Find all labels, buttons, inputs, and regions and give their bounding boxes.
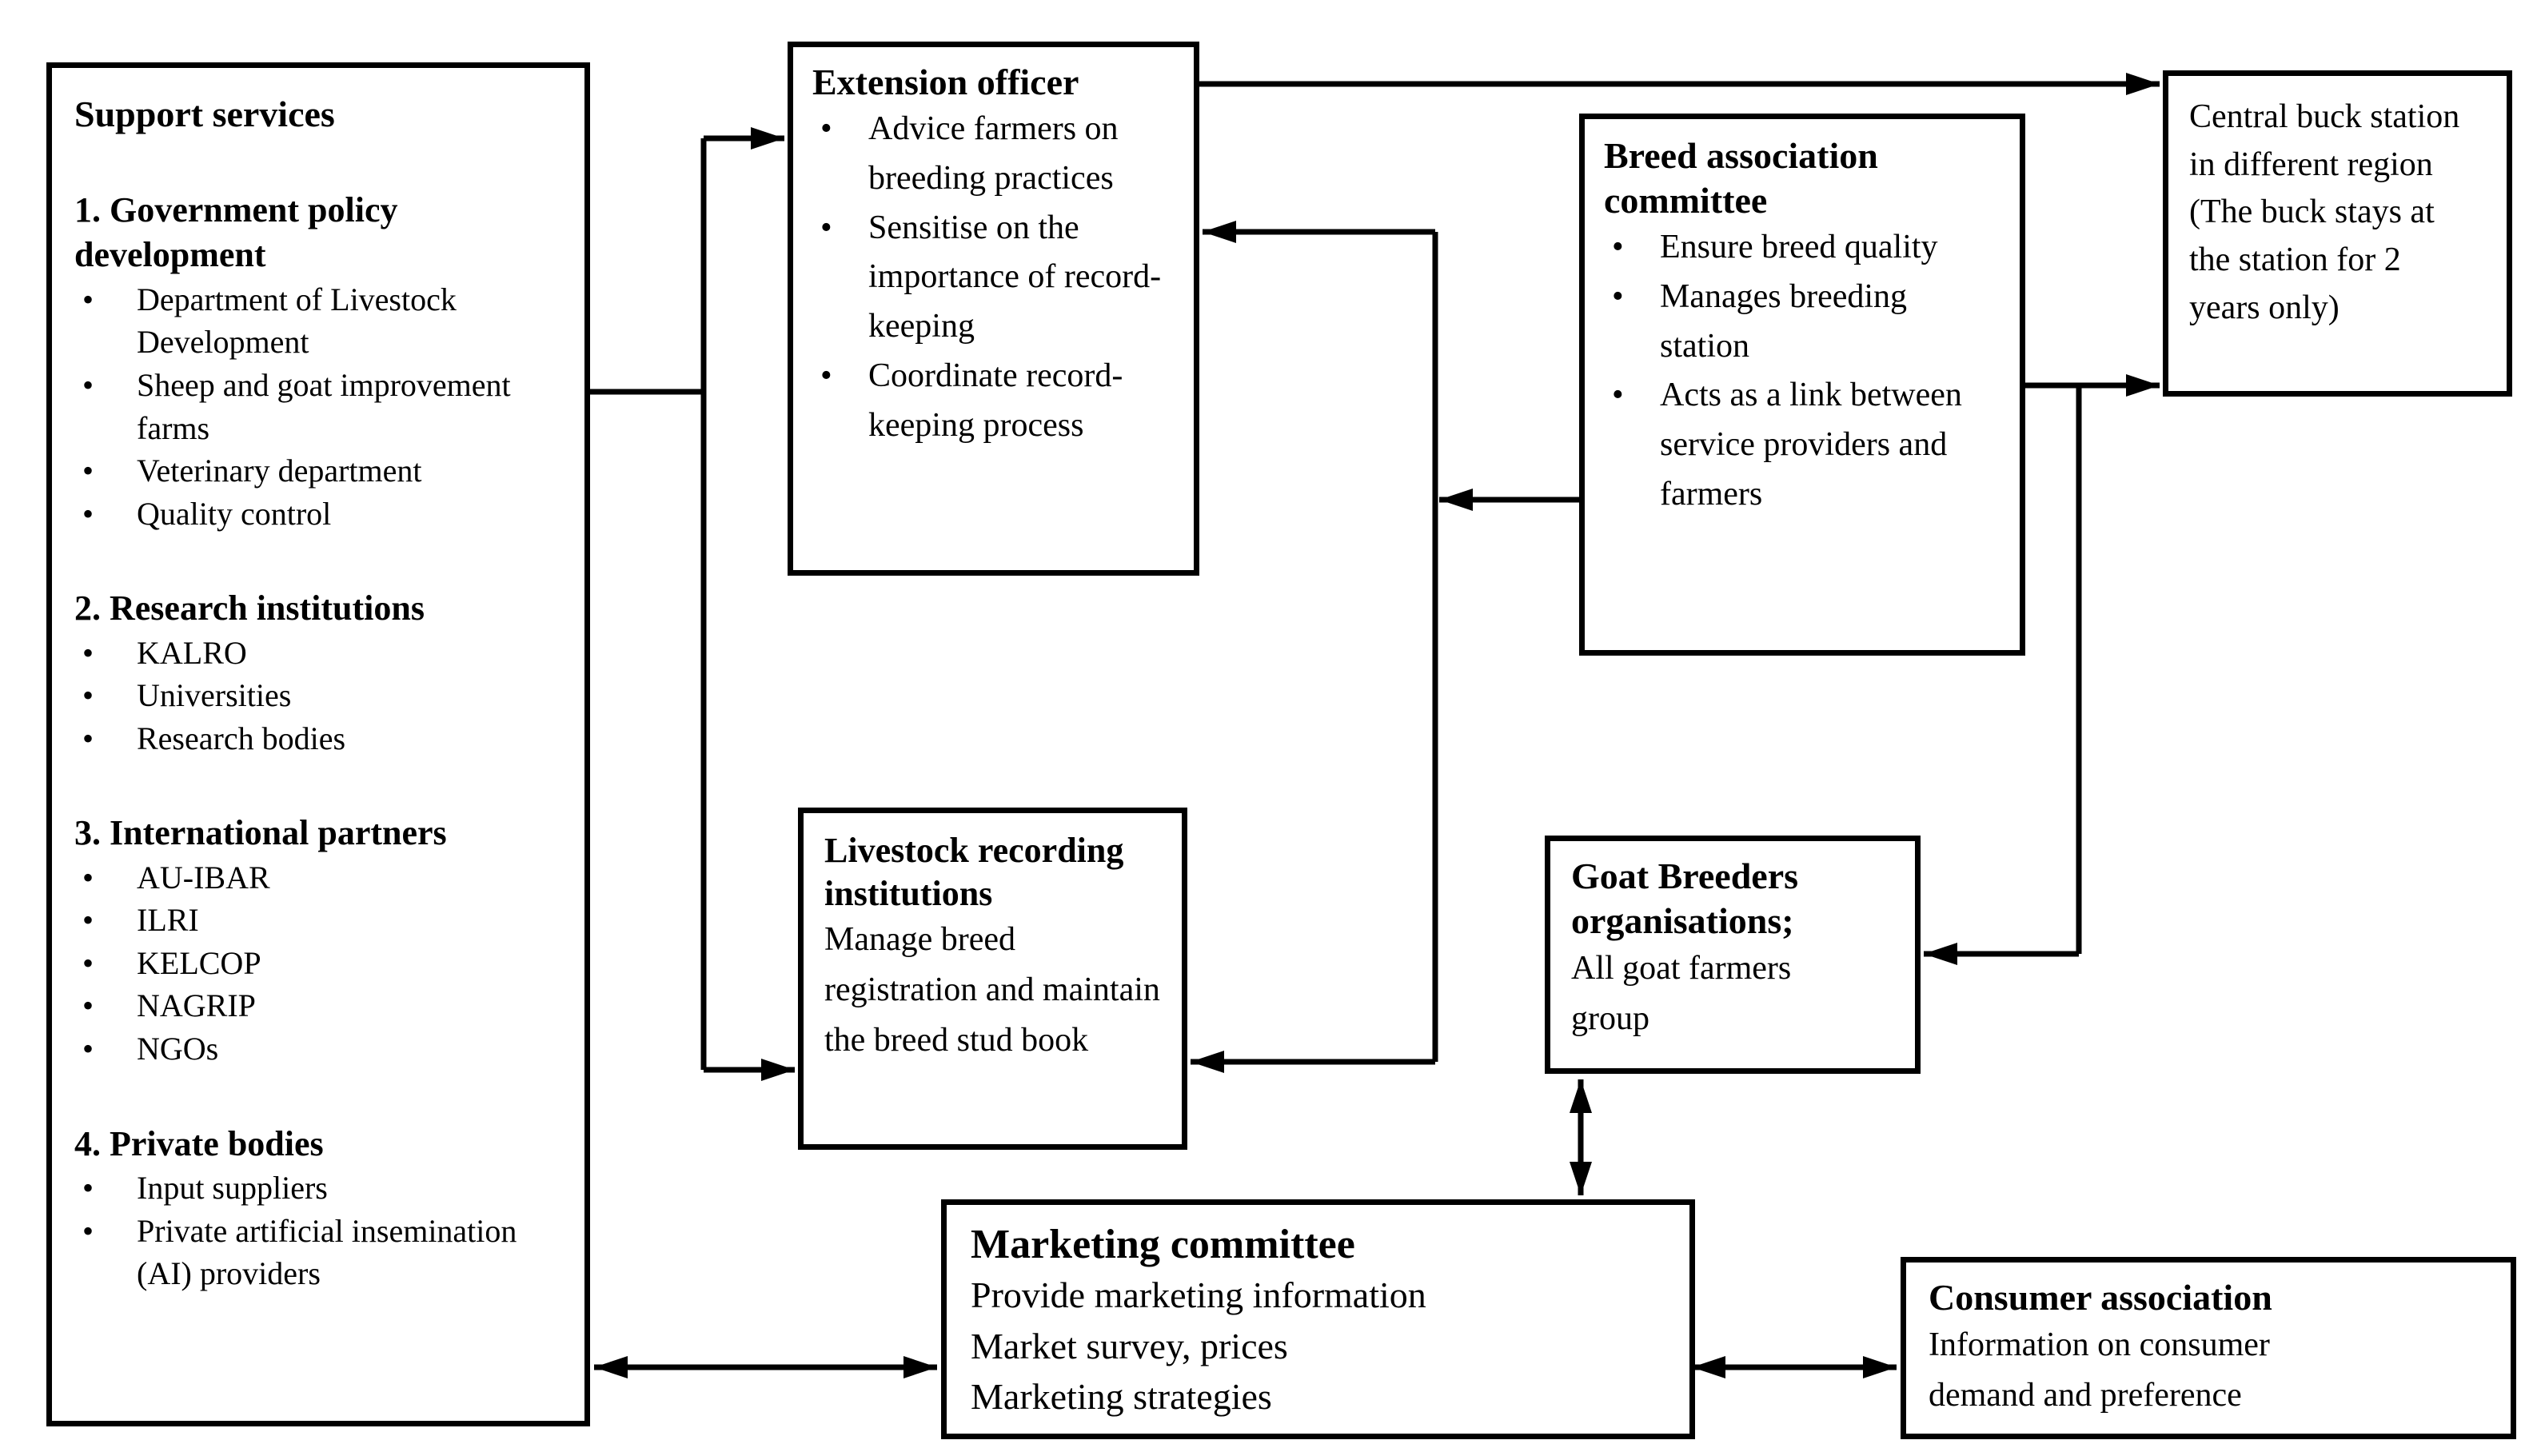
livestock-recording-box: Livestock recording institutions Manage … xyxy=(798,808,1187,1150)
breed-association-box: Breed association committee Ensure breed… xyxy=(1579,114,2025,656)
list-item: NGOs xyxy=(74,1027,556,1071)
marketing-committee-box: Marketing committee Provide marketing in… xyxy=(941,1199,1695,1439)
consumer-association-title: Consumer association xyxy=(1929,1277,2272,1318)
list-item: Advice farmers on breeding practices xyxy=(812,105,1175,203)
list-item: Acts as a link between service providers… xyxy=(1604,371,2000,519)
consumer-association-text: Information on consumer demand and prefe… xyxy=(1929,1326,2270,1414)
section-heading: 2. Research institutions xyxy=(74,588,425,628)
extension-officer-box: Extension officer Advice farmers on bree… xyxy=(788,42,1199,576)
goat-breeders-box: Goat Breeders organisations; All goat fa… xyxy=(1545,836,1921,1074)
livestock-recording-title: Livestock recording institutions xyxy=(824,831,1124,913)
list-item: Coordinate record-keeping process xyxy=(812,352,1175,450)
list-item: Research bodies xyxy=(74,717,556,760)
marketing-committee-title: Marketing committee xyxy=(971,1222,1355,1267)
list-item: KELCOP xyxy=(74,942,556,985)
list-item: Private artificial insemination (AI) pro… xyxy=(74,1210,556,1295)
list-item: NAGRIP xyxy=(74,984,556,1027)
marketing-line: Market survey, prices xyxy=(971,1325,1288,1366)
extension-officer-title: Extension officer xyxy=(812,62,1079,102)
list-item: Input suppliers xyxy=(74,1167,556,1210)
list-item: Quality control xyxy=(74,493,556,536)
consumer-association-box: Consumer association Information on cons… xyxy=(1901,1257,2516,1439)
livestock-recording-text: Manage breed registration and maintain t… xyxy=(824,921,1160,1059)
central-buck-station-text: Central buck station in different region… xyxy=(2189,98,2460,326)
support-services-title: Support services xyxy=(74,94,335,134)
list-item: Department of Livestock Development xyxy=(74,278,556,364)
section-government-policy: 1. Government policy development Departm… xyxy=(74,188,562,535)
list-item: Universities xyxy=(74,674,556,717)
section-private-bodies: 4. Private bodies Input suppliers Privat… xyxy=(74,1122,562,1295)
list-item: AU-IBAR xyxy=(74,856,556,900)
list-item: ILRI xyxy=(74,899,556,942)
section-heading: 1. Government policy development xyxy=(74,190,398,275)
goat-breeders-text: All goat farmers group xyxy=(1571,950,1792,1038)
central-buck-station-box: Central buck station in different region… xyxy=(2163,70,2512,397)
section-heading: 4. Private bodies xyxy=(74,1123,324,1163)
list-item: Veterinary department xyxy=(74,449,556,493)
breed-association-title: Breed association committee xyxy=(1604,135,1878,221)
marketing-line: Marketing strategies xyxy=(971,1376,1272,1418)
list-item: Ensure breed quality xyxy=(1604,223,2000,273)
list-item: Sensitise on the importance of record-ke… xyxy=(812,204,1175,352)
list-item: KALRO xyxy=(74,632,556,675)
goat-breeders-title: Goat Breeders organisations; xyxy=(1571,856,1799,942)
list-item: Manages breeding station xyxy=(1604,273,2000,371)
marketing-line: Provide marketing information xyxy=(971,1274,1426,1316)
section-international-partners: 3. International partners AU-IBAR ILRI K… xyxy=(74,811,562,1070)
section-research-institutions: 2. Research institutions KALRO Universit… xyxy=(74,586,562,760)
support-services-box: Support services 1. Government policy de… xyxy=(46,62,590,1426)
section-heading: 3. International partners xyxy=(74,813,447,853)
list-item: Sheep and goat improvement farms xyxy=(74,364,556,449)
